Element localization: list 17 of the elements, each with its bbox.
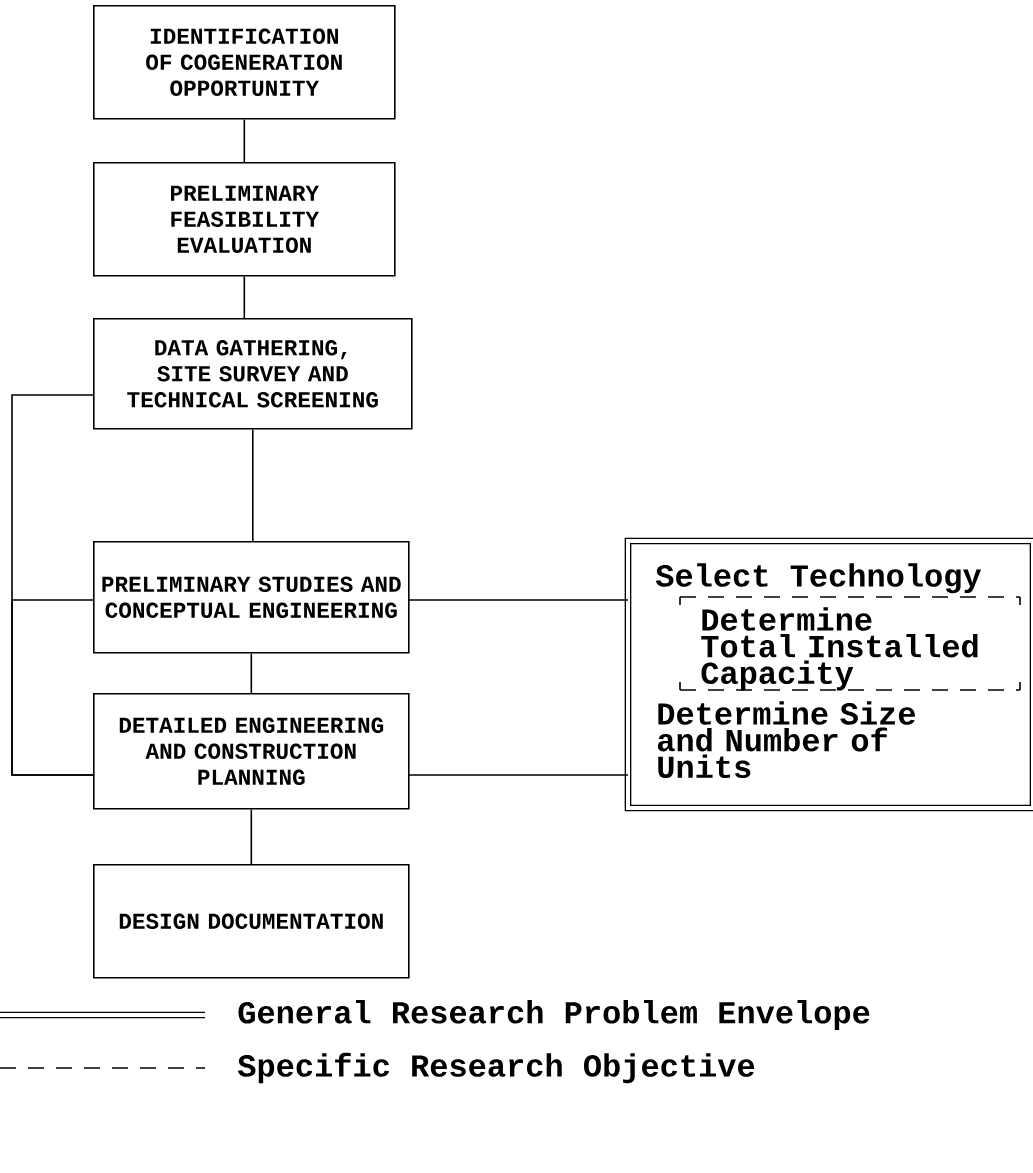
legend-label: General Research Problem Envelope [238, 1000, 870, 1030]
dashed-box: Determine Total Installed Capacity [679, 596, 1021, 691]
connector-line [250, 808, 253, 865]
connector-line [407, 774, 629, 776]
legend-label: Specific Research Objective [237, 1052, 755, 1084]
process-box: DETAILED ENGINEERING AND CONSTRUCTION PLANNING [93, 693, 410, 810]
process-box: IDENTIFICATION OF COGENERATION OPPORTUNITY [93, 5, 396, 120]
connector-line [250, 652, 253, 694]
connector-line [243, 275, 246, 319]
process-box: DATA GATHERING, SITE SURVEY AND TECHNICAL SCREENING [93, 318, 413, 430]
process-box: PRELIMINARY FEASIBILITY EVALUATION [93, 162, 396, 277]
connector-line [252, 428, 254, 542]
process-box: DESIGN DOCUMENTATION [93, 864, 410, 979]
connector-line [407, 599, 629, 601]
connector-line [243, 118, 246, 163]
connector-line [11, 599, 94, 776]
process-box: PRELIMINARY STUDIES AND CONCEPTUAL ENGINEERING [93, 541, 410, 654]
